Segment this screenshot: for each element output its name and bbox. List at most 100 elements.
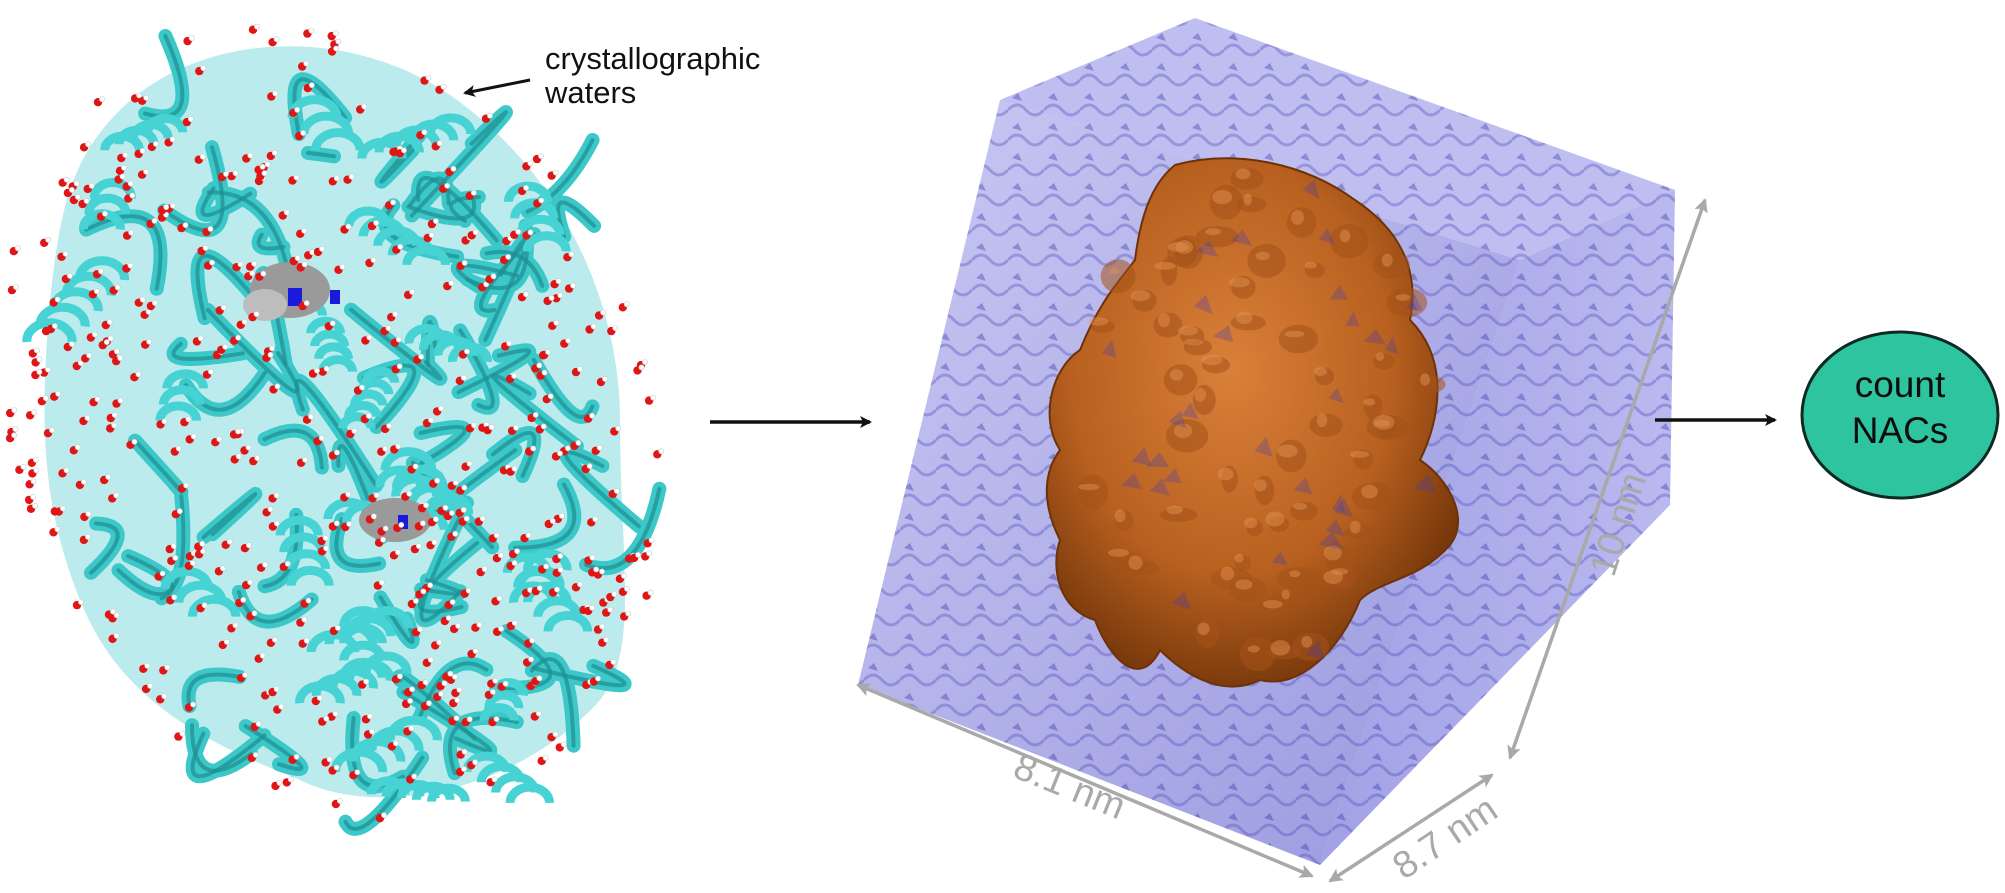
solvent-overlay-patch bbox=[1302, 179, 1320, 199]
surface-highlight bbox=[1293, 502, 1307, 510]
water-molecule bbox=[551, 450, 563, 461]
water-molecule bbox=[605, 659, 617, 670]
depth-dimension-label: 8.7 nm bbox=[1385, 788, 1505, 888]
count-nacs-node bbox=[1800, 330, 2000, 500]
water-molecule bbox=[620, 610, 632, 621]
water-molecule bbox=[461, 460, 473, 471]
helix-segment bbox=[404, 324, 492, 363]
water-molecule bbox=[58, 467, 70, 478]
surface-highlight bbox=[1420, 373, 1430, 386]
water-molecule bbox=[170, 445, 182, 456]
ribbon-shade bbox=[294, 378, 378, 488]
surface-bump bbox=[1276, 439, 1307, 473]
surface-highlight bbox=[1301, 636, 1313, 648]
water-molecule bbox=[365, 257, 377, 268]
solvent-overlay-patch bbox=[1230, 229, 1253, 246]
water-molecule bbox=[560, 337, 572, 348]
helix-segment bbox=[22, 256, 130, 343]
ribbon-shade bbox=[419, 514, 463, 623]
water-molecule bbox=[507, 424, 519, 435]
water-molecule bbox=[420, 74, 432, 85]
water-molecule bbox=[69, 444, 81, 455]
water-molecule bbox=[401, 490, 413, 501]
water-molecule bbox=[109, 284, 121, 295]
water-molecule bbox=[451, 687, 463, 698]
water-molecule bbox=[72, 599, 84, 610]
water-molecule bbox=[79, 534, 91, 545]
water-molecule bbox=[456, 259, 468, 271]
water-molecule bbox=[81, 352, 93, 363]
surface-bump bbox=[1209, 184, 1243, 220]
water-molecule bbox=[377, 445, 389, 456]
water-molecule bbox=[373, 579, 385, 590]
water-molecule bbox=[318, 365, 330, 376]
surface-bump bbox=[1290, 501, 1318, 521]
surface-highlight bbox=[1375, 352, 1385, 361]
water-molecule bbox=[422, 417, 434, 428]
ribbon-shade bbox=[417, 541, 480, 614]
water-molecule bbox=[211, 436, 223, 447]
surface-bump bbox=[1231, 275, 1256, 299]
surface-bump bbox=[1100, 259, 1136, 294]
surface-highlight bbox=[1349, 520, 1361, 534]
height-dimension-double-headed-arrow-icon bbox=[1507, 198, 1708, 760]
water-molecule bbox=[313, 245, 325, 257]
water-molecule bbox=[328, 764, 340, 775]
water-molecule bbox=[455, 374, 467, 385]
water-molecule bbox=[439, 182, 451, 193]
surface-highlight bbox=[1363, 398, 1376, 406]
surface-highlight bbox=[1088, 317, 1109, 326]
surface-bump bbox=[1090, 320, 1115, 333]
water-molecule bbox=[341, 521, 353, 532]
water-molecule bbox=[180, 416, 192, 427]
water-molecule bbox=[240, 444, 252, 455]
solvent-overlay-patch bbox=[1345, 311, 1360, 327]
water-molecule bbox=[461, 716, 473, 727]
water-molecule bbox=[508, 548, 520, 559]
water-molecule bbox=[542, 393, 554, 404]
surface-highlight bbox=[1270, 640, 1291, 656]
surface-bump bbox=[1237, 196, 1267, 213]
water-molecule bbox=[296, 227, 308, 238]
water-molecule bbox=[194, 548, 206, 559]
water-molecule bbox=[165, 543, 177, 554]
water-molecule bbox=[581, 463, 593, 474]
surface-highlight bbox=[1167, 242, 1189, 252]
water-molecule bbox=[244, 270, 256, 281]
surface-highlight bbox=[1175, 240, 1194, 254]
helix-segment bbox=[100, 113, 188, 151]
water-molecule bbox=[563, 251, 575, 262]
surface-bump bbox=[1329, 223, 1369, 259]
water-molecule bbox=[318, 715, 330, 726]
water-molecule bbox=[268, 36, 280, 47]
water-molecule bbox=[58, 176, 70, 187]
solvent-overlay-patch bbox=[1194, 240, 1219, 257]
water-molecule bbox=[9, 245, 21, 256]
water-molecule bbox=[467, 759, 479, 770]
water-molecule bbox=[618, 301, 630, 312]
helix-segment bbox=[366, 776, 470, 803]
water-molecule bbox=[384, 199, 396, 210]
ribbon-shade bbox=[401, 690, 493, 753]
water-molecule bbox=[247, 752, 259, 763]
water-molecule bbox=[571, 366, 583, 377]
water-molecule bbox=[217, 343, 229, 354]
water-molecule bbox=[444, 599, 456, 610]
water-molecule bbox=[328, 520, 340, 531]
water-molecule bbox=[328, 175, 340, 186]
water-molecule bbox=[340, 223, 352, 234]
helix-segment bbox=[357, 113, 476, 159]
water-molecule bbox=[328, 449, 340, 460]
surface-bump bbox=[1353, 449, 1374, 470]
water-molecule bbox=[296, 616, 308, 627]
count-nacs-label: count NACs bbox=[1800, 362, 2000, 454]
water-molecule bbox=[5, 432, 17, 443]
water-molecule bbox=[139, 662, 151, 673]
surface-bump bbox=[1304, 262, 1325, 278]
water-molecule bbox=[164, 136, 176, 147]
ribbon-shade bbox=[529, 657, 576, 748]
helix-segment bbox=[462, 751, 554, 804]
surface-highlight bbox=[1235, 311, 1253, 324]
water-molecule bbox=[610, 425, 622, 436]
water-molecule bbox=[539, 349, 551, 360]
